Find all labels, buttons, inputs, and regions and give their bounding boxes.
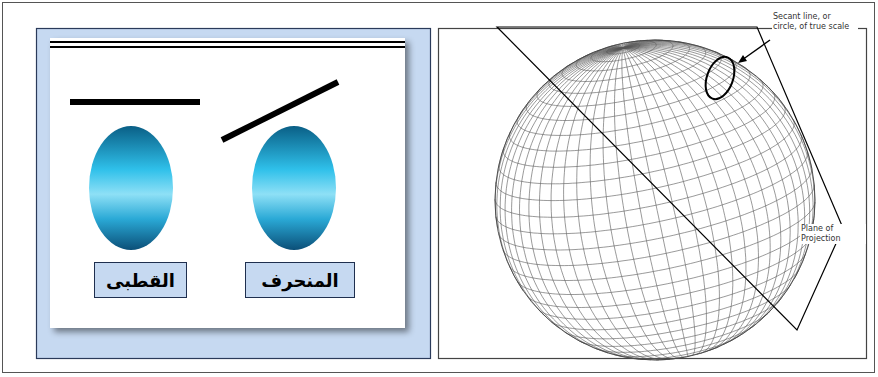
secant-circle <box>700 53 739 103</box>
inner-slide <box>50 38 405 328</box>
double-rule <box>50 41 405 43</box>
arrowhead <box>738 55 747 63</box>
label-box: القطبى <box>94 262 187 298</box>
right-panel <box>439 29 867 359</box>
double-rule <box>50 46 405 48</box>
globe-outline <box>495 40 815 360</box>
earth-ellipse <box>252 126 336 250</box>
graticule <box>495 40 815 360</box>
leader-arrow <box>742 40 770 60</box>
earth-ellipse <box>89 126 173 250</box>
projection-plane <box>497 27 843 330</box>
callout-label: Secant line, or circle, of true scale <box>772 12 858 32</box>
left-panel <box>37 29 431 359</box>
oblique-plane <box>222 82 338 140</box>
polar-plane <box>70 99 200 105</box>
callout-label: Plane of Projection <box>800 224 866 244</box>
globe-grid <box>495 40 815 360</box>
label-box: المنحرف <box>245 262 355 298</box>
box-label: المنحرف <box>261 270 338 291</box>
outer-frame <box>3 3 875 373</box>
box-label: القطبى <box>106 270 175 291</box>
